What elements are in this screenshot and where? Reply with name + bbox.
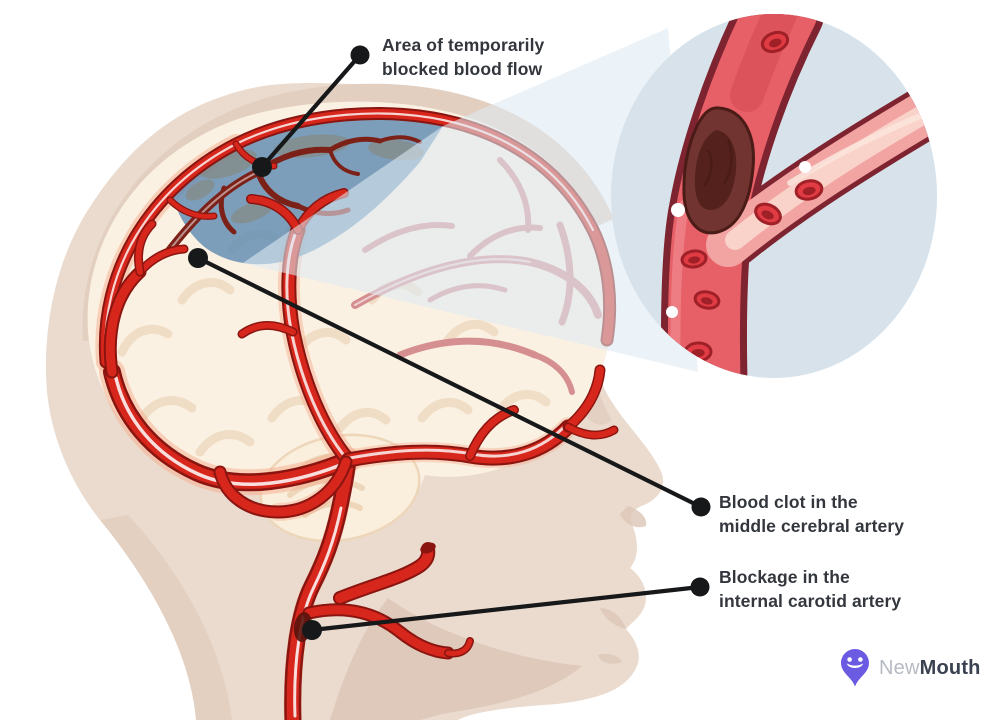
logo-prefix: New xyxy=(879,656,920,679)
logo-wordmark: NewMouth xyxy=(879,657,981,680)
callout-dot xyxy=(302,620,322,640)
nose-shadow xyxy=(620,506,647,528)
map-pin-smile-icon xyxy=(841,649,869,687)
mouth-shadow xyxy=(600,608,626,629)
red-blood-cells xyxy=(680,30,824,363)
callout-line-blocked-flow xyxy=(259,52,363,170)
artery-cut-end xyxy=(420,542,436,554)
callout-dot xyxy=(350,45,370,65)
callout-dot xyxy=(691,497,711,517)
blood-clot-core xyxy=(694,130,737,211)
sparkle-dots xyxy=(666,161,811,318)
callouts xyxy=(188,45,711,640)
neck-back-shadow xyxy=(100,515,232,720)
newmouth-logo[interactable]: NewMouth xyxy=(838,648,981,688)
callout-dot xyxy=(252,157,272,177)
label-blockage: Blockage in the internal carotid artery xyxy=(719,567,902,611)
magnifier-beam xyxy=(243,28,698,372)
callout-line-blood-clot xyxy=(195,255,704,510)
callout-dot xyxy=(188,248,208,268)
carotid-artery xyxy=(284,451,357,720)
logo-suffix: Mouth xyxy=(919,656,981,679)
callout-dot xyxy=(690,577,710,597)
label-blocked-flow: Area of temporarily blocked blood flow xyxy=(382,35,545,79)
label-blood-clot: Blood clot in the middle cerebral artery xyxy=(719,492,905,536)
callout-line-blockage xyxy=(309,584,703,633)
chin-shadow xyxy=(598,653,622,664)
